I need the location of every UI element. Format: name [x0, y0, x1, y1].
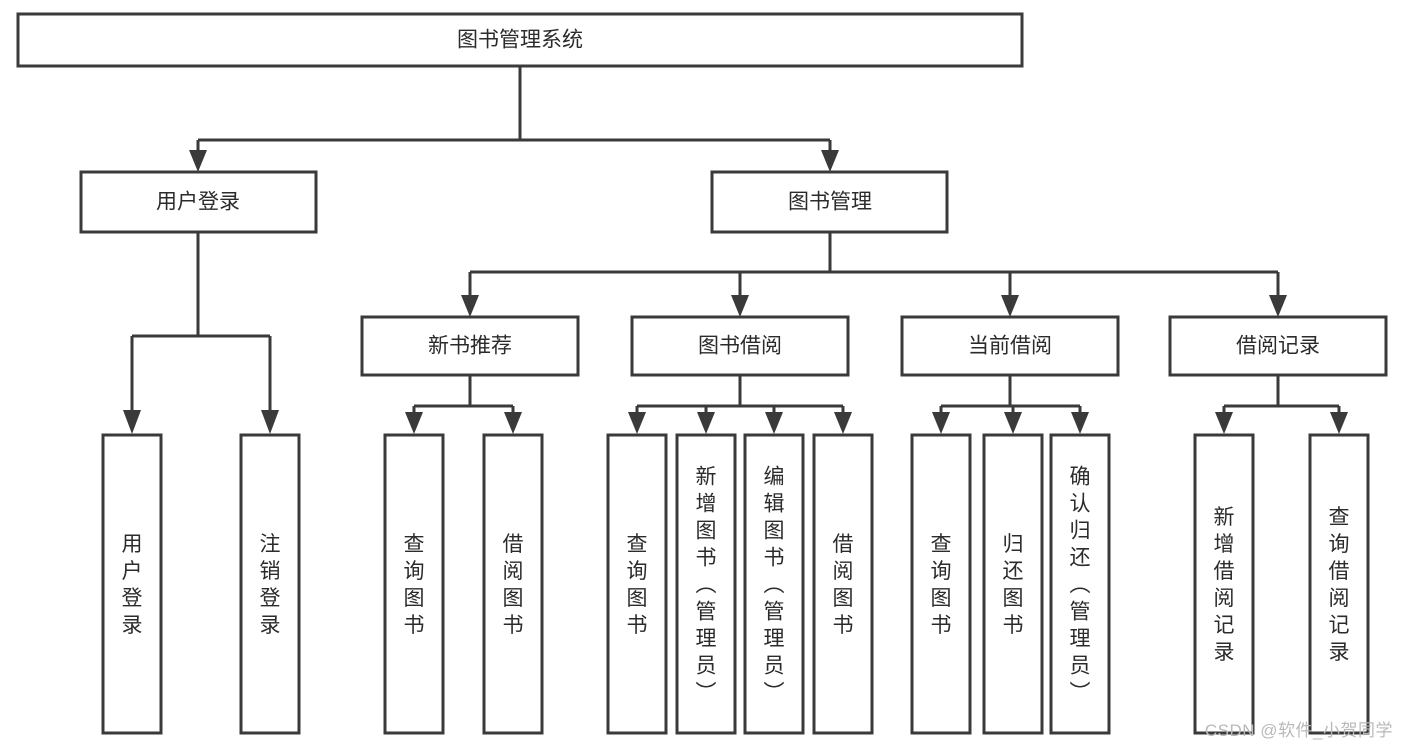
arrow-head-user-login: [189, 150, 207, 172]
node-root[interactable]: 图书管理系统: [16, 12, 1024, 68]
node-leaf-query-book-3-label: 查询图书: [931, 533, 952, 637]
node-leaf-add-book-admin-label: 新增图书︵管理员︶: [696, 466, 717, 705]
arrow-head-leaf-user-logout: [261, 410, 279, 434]
arrow-head-leaf-query-book-2: [628, 412, 646, 434]
node-book-borrow-label: 图书借阅: [698, 335, 782, 358]
node-user-login[interactable]: 用户登录: [79, 170, 318, 234]
node-user-login-label: 用户登录: [156, 191, 240, 214]
node-leaf-user-login-box[interactable]: [101, 433, 163, 735]
arrow-head-current-borrow: [1001, 295, 1019, 317]
node-current-borrow-box[interactable]: [900, 315, 1120, 377]
arrow-head-book-manage: [821, 150, 839, 172]
node-book-manage-label: 图书管理: [788, 191, 872, 214]
arrow-head-borrow-record: [1269, 295, 1287, 317]
node-leaf-return-book-label: 归还图书: [1003, 533, 1024, 637]
arrow-head-book-borrow: [731, 295, 749, 317]
node-root-box[interactable]: [16, 12, 1024, 68]
node-new-book-recommend-box[interactable]: [360, 315, 580, 377]
node-leaf-add-borrow-record-box[interactable]: [1193, 433, 1255, 735]
arrow-head-new-book-recommend: [461, 295, 479, 317]
node-current-borrow[interactable]: 当前借阅: [900, 315, 1120, 377]
node-leaf-borrow-book-1-box[interactable]: [482, 433, 544, 735]
node-borrow-record-label: 借阅记录: [1236, 335, 1320, 358]
node-leaf-query-book-2-box[interactable]: [606, 433, 668, 735]
node-leaf-edit-book-admin-box[interactable]: [743, 433, 805, 735]
node-leaf-query-book-3-box[interactable]: [910, 433, 972, 735]
node-leaf-query-book-2-label: 查询图书: [627, 533, 648, 637]
arrow-head-leaf-borrow-book-1: [504, 412, 522, 434]
node-leaf-query-book-3[interactable]: 查询图书: [910, 433, 972, 735]
node-leaf-edit-book-admin[interactable]: 编辑图书︵管理员︶: [743, 433, 805, 735]
node-leaf-user-logout-box[interactable]: [239, 433, 301, 735]
arrow-head-leaf-query-book-1: [405, 412, 423, 434]
arrow-head-leaf-borrow-book-2: [834, 412, 852, 434]
node-book-manage-box[interactable]: [710, 170, 949, 234]
node-leaf-query-book-1[interactable]: 查询图书: [383, 433, 445, 735]
node-leaf-return-book-box[interactable]: [982, 433, 1044, 735]
node-current-borrow-label: 当前借阅: [968, 335, 1052, 358]
node-leaf-add-borrow-record-label: 新增借阅记录: [1214, 506, 1235, 664]
arrow-head-leaf-user-login: [123, 410, 141, 434]
node-leaf-borrow-book-2-label: 借阅图书: [833, 533, 854, 637]
node-leaf-add-borrow-record[interactable]: 新增借阅记录: [1193, 433, 1255, 735]
arrow-head-leaf-query-borrow-record: [1330, 412, 1348, 434]
node-leaf-query-book-1-box[interactable]: [383, 433, 445, 735]
node-borrow-record-box[interactable]: [1168, 315, 1388, 377]
arrow-head-leaf-add-borrow-record: [1215, 412, 1233, 434]
node-leaf-query-book-1-label: 查询图书: [404, 533, 425, 637]
node-book-borrow-box[interactable]: [630, 315, 850, 377]
node-new-book-recommend[interactable]: 新书推荐: [360, 315, 580, 377]
node-leaf-add-book-admin[interactable]: 新增图书︵管理员︶: [675, 433, 737, 735]
node-leaf-user-logout[interactable]: 注销登录: [239, 433, 301, 735]
node-leaf-query-borrow-record-box[interactable]: [1308, 433, 1370, 735]
leaf-layer: 用户登录 注销登录 查询图书 借阅图书 查询图书 新增图书︵管理员︶: [101, 433, 1370, 735]
node-leaf-return-book[interactable]: 归还图书: [982, 433, 1044, 735]
node-leaf-confirm-return-admin-label: 确认归还︵管理员︶: [1070, 466, 1091, 705]
node-leaf-borrow-book-1[interactable]: 借阅图书: [482, 433, 544, 735]
node-leaf-query-book-2[interactable]: 查询图书: [606, 433, 668, 735]
node-leaf-user-login-label: 用户登录: [122, 533, 143, 637]
node-leaf-confirm-return-admin-box[interactable]: [1049, 433, 1111, 735]
node-leaf-borrow-book-2-box[interactable]: [812, 433, 874, 735]
connector-layer: [123, 66, 1348, 434]
node-leaf-query-borrow-record-label: 查询借阅记录: [1329, 506, 1350, 664]
node-leaf-query-borrow-record[interactable]: 查询借阅记录: [1308, 433, 1370, 735]
node-leaf-borrow-book-1-label: 借阅图书: [503, 533, 524, 637]
node-leaf-confirm-return-admin[interactable]: 确认归还︵管理员︶: [1049, 433, 1111, 735]
node-user-login-box[interactable]: [79, 170, 318, 234]
node-borrow-record[interactable]: 借阅记录: [1168, 315, 1388, 377]
node-book-manage[interactable]: 图书管理: [710, 170, 949, 234]
csdn-watermark: CSDN @软件_小贺同学: [1204, 721, 1393, 740]
arrow-head-leaf-edit-book-admin: [765, 412, 783, 434]
arrow-head-leaf-confirm-return-admin: [1071, 412, 1089, 434]
node-leaf-add-book-admin-box[interactable]: [675, 433, 737, 735]
arrow-head-leaf-return-book: [1004, 412, 1022, 434]
arrow-head-leaf-query-book-3: [932, 412, 950, 434]
node-leaf-user-login[interactable]: 用户登录: [101, 433, 163, 735]
node-book-borrow[interactable]: 图书借阅: [630, 315, 850, 377]
arrow-head-leaf-add-book-admin: [697, 412, 715, 434]
node-leaf-borrow-book-2[interactable]: 借阅图书: [812, 433, 874, 735]
node-new-book-recommend-label: 新书推荐: [428, 335, 512, 358]
node-leaf-user-logout-label: 注销登录: [260, 533, 281, 637]
node-root-label: 图书管理系统: [457, 29, 583, 52]
node-leaf-edit-book-admin-label: 编辑图书︵管理员︶: [764, 466, 785, 705]
